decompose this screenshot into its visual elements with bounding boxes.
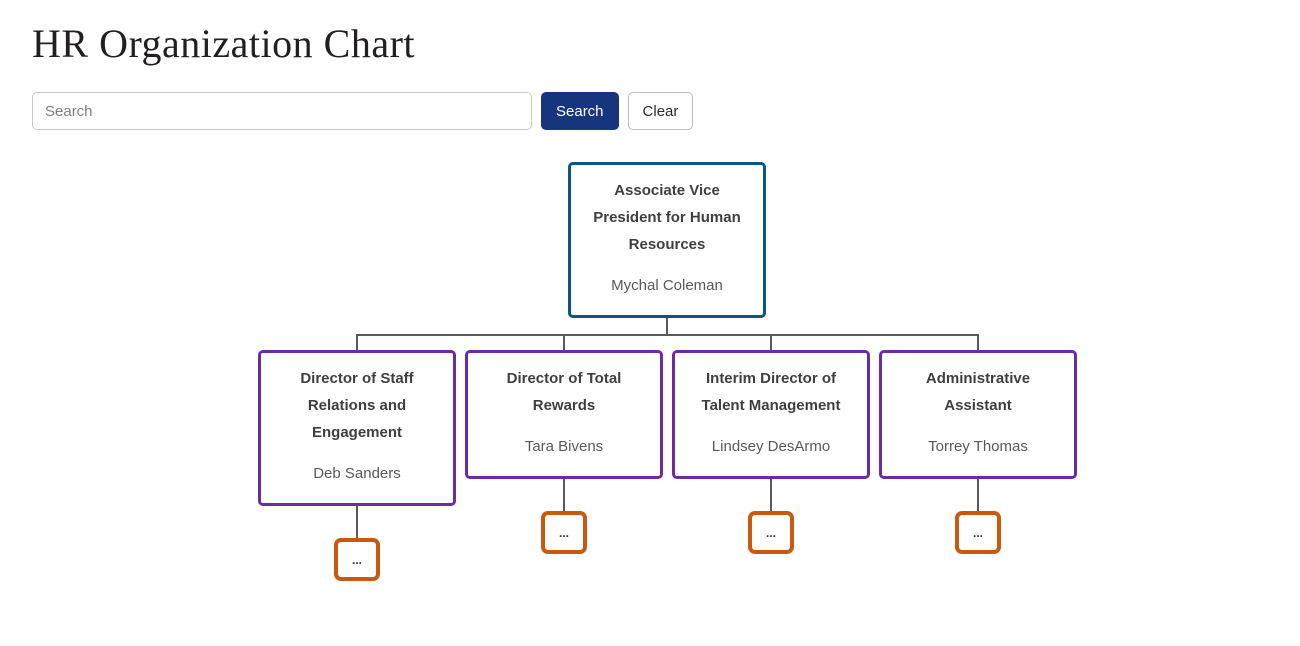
connector-expand-stem bbox=[356, 506, 358, 538]
node-title: Associate Vice President for Human Resou… bbox=[593, 182, 741, 253]
node-name: Lindsey DesArmo bbox=[711, 438, 831, 455]
org-node-admin-assistant: Administrative Assistant Torrey Thomas bbox=[879, 350, 1077, 479]
org-branch-staff-relations: Director of Staff Relations and Engageme… bbox=[258, 334, 456, 581]
node-name: Torrey Thomas bbox=[928, 438, 1028, 455]
org-node-total-rewards: Director of Total Rewards Tara Bivens bbox=[465, 350, 663, 479]
org-branch-admin-assistant: Administrative Assistant Torrey Thomas .… bbox=[879, 334, 1077, 581]
expand-children-button[interactable]: ... bbox=[334, 538, 380, 581]
node-title: Director of Total Rewards bbox=[506, 370, 622, 414]
org-branch-talent-management: Interim Director of Talent Management Li… bbox=[672, 334, 870, 581]
node-name: Deb Sanders bbox=[313, 465, 401, 482]
org-node-talent-management: Interim Director of Talent Management Li… bbox=[672, 350, 870, 479]
node-title: Interim Director of Talent Management bbox=[701, 370, 841, 414]
node-name: Tara Bivens bbox=[524, 438, 604, 455]
search-input[interactable] bbox=[32, 92, 532, 130]
org-chart-children-row: Director of Staff Relations and Engageme… bbox=[258, 334, 1077, 581]
search-bar: Search Clear bbox=[32, 92, 1300, 130]
clear-button[interactable]: Clear bbox=[627, 92, 694, 130]
node-name: Mychal Coleman bbox=[611, 277, 723, 294]
node-title: Director of Staff Relations and Engageme… bbox=[300, 370, 414, 441]
org-node-root: Associate Vice President for Human Resou… bbox=[568, 162, 766, 318]
org-node-staff-relations: Director of Staff Relations and Engageme… bbox=[258, 350, 456, 506]
connector-expand-stem bbox=[563, 479, 565, 511]
page-title: HR Organization Chart bbox=[32, 21, 416, 66]
connector-root-stem bbox=[666, 318, 668, 334]
expand-children-button[interactable]: ... bbox=[748, 511, 794, 554]
connector-expand-stem bbox=[770, 479, 772, 511]
connector-expand-stem bbox=[977, 479, 979, 511]
org-chart: Associate Vice President for Human Resou… bbox=[258, 162, 1077, 581]
search-button[interactable]: Search bbox=[541, 92, 619, 130]
node-title: Administrative Assistant bbox=[925, 370, 1031, 414]
expand-children-button[interactable]: ... bbox=[541, 511, 587, 554]
connector-horizontal-rail bbox=[356, 334, 979, 336]
org-branch-total-rewards: Director of Total Rewards Tara Bivens ..… bbox=[465, 334, 663, 581]
expand-children-button[interactable]: ... bbox=[955, 511, 1001, 554]
